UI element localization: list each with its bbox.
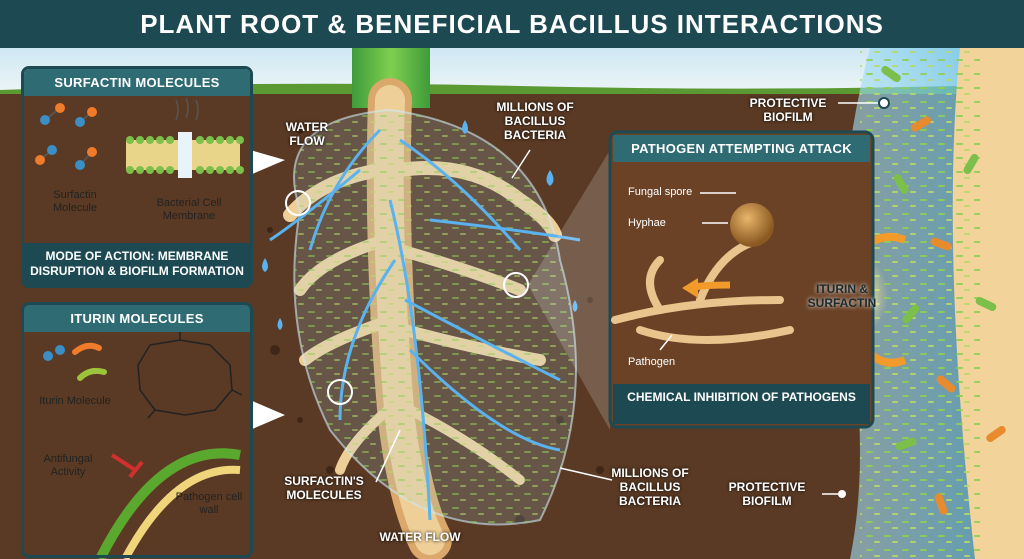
surfactins-label: SURFACTIN'S MOLECULES <box>284 474 364 502</box>
surfactin-panel: SURFACTIN MOLECULES Surfactin Molecule B… <box>21 66 253 288</box>
zoom-beam-pathogen <box>528 150 610 430</box>
iturin-molecule-label: Iturin Molecule <box>39 395 111 407</box>
biofilm-marker-top <box>878 97 890 109</box>
inhibit-symbol <box>110 453 137 472</box>
water-droplets <box>262 120 578 330</box>
pathogen-panel-frame <box>608 130 875 429</box>
iturin-surfactin-label: ITURIN & SURFACTIN <box>807 282 877 310</box>
surfactin-panel-footer: MODE OF ACTION: MEMBRANE DISRUPTION & BI… <box>24 243 250 285</box>
pathogen-label: Pathogen <box>628 356 676 368</box>
water-flow-label-top: WATER FLOW <box>285 120 329 148</box>
cell-wall-label: Pathogen cell wall <box>175 491 243 516</box>
biofilm-label-bottom: PROTECTIVE BIOFILM <box>728 480 806 508</box>
water-flow-arrows <box>269 128 581 521</box>
biofilm-marker-bottom <box>838 490 846 498</box>
page-title: PLANT ROOT & BENEFICIAL BACILLUS INTERAC… <box>0 0 1024 48</box>
zoom-circle-surfactin <box>285 190 311 216</box>
iturin-panel: ITURIN MOLECULES Iturin Molecule Antifun… <box>21 302 253 558</box>
water-flow-label-bottom: WATER FLOW <box>379 530 461 544</box>
pointer-surfactin <box>250 150 285 175</box>
iturin-panel-heading: ITURIN MOLECULES <box>24 305 250 332</box>
pathogen-cell-wall <box>95 448 241 559</box>
surfactin-molecule-icons <box>35 103 97 170</box>
bacteria-cells <box>881 65 1006 515</box>
bacteria-label-top: MILLIONS OF BACILLUS BACTERIA <box>496 100 574 142</box>
iturin-molecule-icons <box>43 342 107 381</box>
pointer-iturin <box>250 400 285 430</box>
leader-lines <box>375 102 880 495</box>
fungal-spore <box>730 203 774 247</box>
zoom-circle-iturin <box>327 379 353 405</box>
antifungal-label: Antifungal Activity <box>43 453 93 478</box>
membrane-label: Bacterial Cell Membrane <box>156 197 222 222</box>
surfactin-panel-heading: SURFACTIN MOLECULES <box>24 69 250 96</box>
pathogen-panel-heading: PATHOGEN ATTEMPTING ATTACK <box>613 135 870 162</box>
zoom-circle-pathogen <box>503 272 529 298</box>
pathogen-panel-footer: CHEMICAL INHIBITION OF PATHOGENS <box>613 384 870 424</box>
membrane-illustration <box>126 97 244 178</box>
pathogen-panel: PATHOGEN ATTEMPTING ATTACK <box>613 135 870 162</box>
biofilm-label-top: PROTECTIVE BIOFILM <box>749 96 827 124</box>
hyphae-label: Hyphae <box>628 217 666 229</box>
bacteria-label-bottom: MILLIONS OF BACILLUS BACTERIA <box>611 466 689 508</box>
surfactin-molecule-label: Surfactin Molecule <box>52 189 98 214</box>
fungal-spore-label: Fungal spore <box>628 186 693 198</box>
